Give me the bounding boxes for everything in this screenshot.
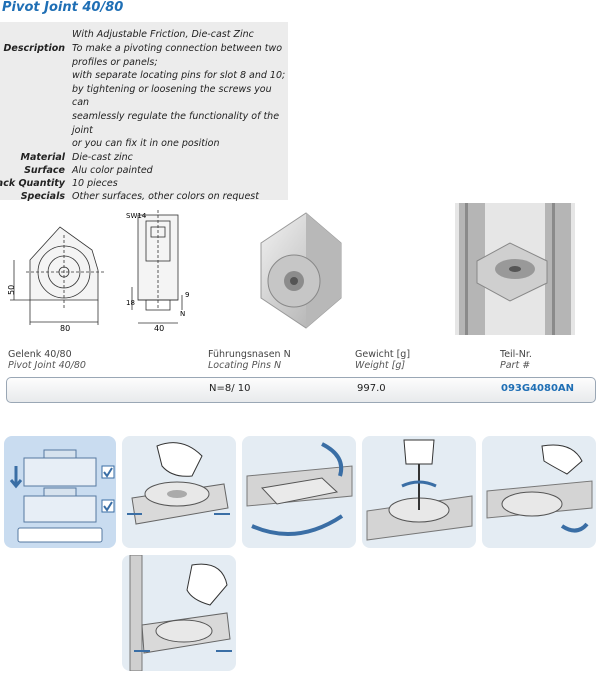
spec-label-specials: Specials (20, 191, 65, 202)
step-insert-panel (122, 436, 236, 548)
spec-label-pack: Pack Quantity (0, 178, 65, 189)
dim-18: 18 (126, 299, 135, 307)
col-header-part-en: Part # (500, 360, 531, 371)
col-header-weight-en: Weight [g] (355, 360, 406, 371)
description-line: To make a pivoting connection between tw… (72, 43, 283, 54)
col-header-pins-de: Führungsnasen N (208, 349, 291, 360)
description-line: or you can fix it in one position (72, 138, 220, 150)
spec-panel: With Adjustable Friction, Die-cast Zinc … (0, 22, 288, 202)
spec-subtitle: With Adjustable Friction, Die-cast Zinc (72, 29, 254, 40)
spec-value-specials: Other surfaces, other colors on request (72, 191, 259, 202)
tighten-illustration (366, 439, 473, 541)
step-locating-pins-panel (4, 436, 116, 548)
col-header-article-en: Pivot Joint 40/80 (8, 360, 86, 371)
product-photo (260, 212, 342, 329)
col-header-pins-en: Locating Pins N (208, 360, 282, 371)
table-row[interactable]: N=8/ 10 997.0 093G4080AN (6, 377, 596, 403)
col-header-article-de: Gelenk 40/80 (8, 349, 72, 360)
row-part-number[interactable]: 093G4080AN (501, 383, 575, 394)
spec-value-description: To make a pivoting connection between tw… (72, 42, 286, 151)
spec-label-description: Description (3, 43, 65, 54)
dim-50: 50 (7, 285, 16, 295)
dim-80: 80 (60, 324, 70, 333)
description-line: by tightening or loosening the screws yo… (72, 83, 272, 109)
spec-label-material: Material (20, 152, 65, 163)
step-adjust-panel (482, 436, 596, 548)
description-line: profiles or panels; (72, 56, 158, 68)
col-header-weight: Gewicht [g] Weight [g] (355, 349, 410, 371)
insert-illustration (127, 442, 230, 525)
description-line: seamlessly regulate the functionality of… (72, 110, 280, 136)
dim-40: 40 (154, 324, 164, 333)
side-view-drawing: 80 50 (7, 226, 104, 333)
dim-sw14: SW14 (126, 212, 147, 220)
dim-n: N (180, 310, 185, 318)
row-weight: 997.0 (357, 383, 386, 394)
col-header-weight-de: Gewicht [g] (355, 349, 411, 360)
rotate-illustration (246, 442, 353, 536)
description-line: with separate locating pins for slot 8 a… (72, 70, 286, 82)
step-vertical-mount-panel (122, 555, 236, 671)
dim-9: 9 (185, 291, 189, 299)
spec-value-surface: Alu color painted (72, 165, 153, 176)
locating-pins-illustration (9, 449, 115, 543)
spec-value-pack: 10 pieces (72, 178, 118, 189)
col-header-article: Gelenk 40/80 Pivot Joint 40/80 (8, 349, 86, 371)
page-title: Pivot Joint 40/80 (2, 0, 124, 15)
spec-value-material: Die-cast zinc (72, 152, 133, 163)
row-pins: N=8/ 10 (209, 383, 251, 394)
adjust-illustration (486, 444, 593, 533)
mounted-photo (455, 203, 575, 335)
spec-label-surface: Surface (24, 165, 65, 176)
col-header-part: Teil-Nr. Part # (500, 349, 532, 371)
col-header-pins: Führungsnasen N Locating Pins N (208, 349, 291, 371)
col-header-part-de: Teil-Nr. (500, 349, 532, 360)
vertical-mount-illustration (129, 555, 232, 671)
step-rotate-panel (242, 436, 356, 548)
front-view-drawing: SW14 40 18 9 N (126, 210, 189, 333)
step-tighten-panel (362, 436, 476, 548)
